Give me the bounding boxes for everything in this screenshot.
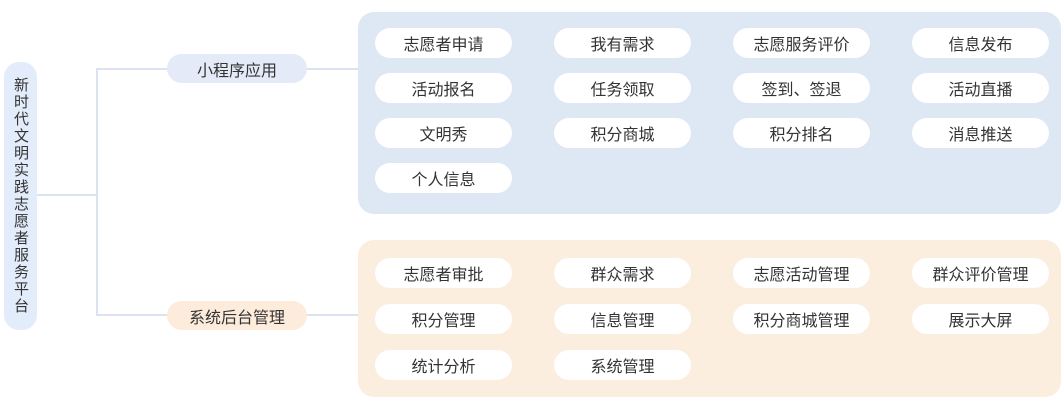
feature-pill: 志愿者审批 — [375, 258, 512, 288]
feature-pill: 群众评价管理 — [912, 258, 1049, 288]
panel-row: 志愿者审批 群众需求 志愿活动管理 群众评价管理 — [375, 258, 1049, 288]
backend-panel: 志愿者审批 群众需求 志愿活动管理 群众评价管理 积分管理 信息管理 积分商城管… — [358, 240, 1061, 397]
connector-trunk-line — [96, 68, 98, 316]
feature-pill: 积分商城管理 — [733, 304, 870, 334]
feature-pill: 消息推送 — [912, 118, 1049, 148]
feature-pill: 个人信息 — [375, 163, 512, 193]
branch-node-backend: 系统后台管理 — [167, 301, 307, 330]
feature-pill: 信息发布 — [912, 28, 1049, 58]
feature-pill: 群众需求 — [554, 258, 691, 288]
mini-program-panel: 志愿者申请 我有需求 志愿服务评价 信息发布 活动报名 任务领取 签到、签退 活… — [358, 12, 1061, 214]
panel-row: 活动报名 任务领取 签到、签退 活动直播 — [375, 73, 1049, 103]
feature-pill: 展示大屏 — [912, 304, 1049, 334]
feature-pill: 积分商城 — [554, 118, 691, 148]
connector-root-line — [37, 194, 97, 196]
feature-pill: 积分管理 — [375, 304, 512, 334]
feature-pill: 志愿者申请 — [375, 28, 512, 58]
feature-pill: 活动直播 — [912, 73, 1049, 103]
feature-pill: 系统管理 — [554, 350, 691, 380]
feature-pill: 我有需求 — [554, 28, 691, 58]
feature-pill: 志愿活动管理 — [733, 258, 870, 288]
feature-pill: 志愿服务评价 — [733, 28, 870, 58]
feature-pill: 统计分析 — [375, 350, 512, 380]
feature-pill: 活动报名 — [375, 73, 512, 103]
feature-pill: 信息管理 — [554, 304, 691, 334]
feature-pill: 积分排名 — [733, 118, 870, 148]
panel-row: 个人信息 — [375, 163, 1049, 193]
root-node: 新时代文明实践志愿者服务平台 — [4, 62, 37, 330]
panel-row: 统计分析 系统管理 — [375, 350, 1049, 380]
feature-pill: 签到、签退 — [733, 73, 870, 103]
panel-row: 积分管理 信息管理 积分商城管理 展示大屏 — [375, 304, 1049, 334]
feature-pill: 文明秀 — [375, 118, 512, 148]
feature-pill: 任务领取 — [554, 73, 691, 103]
branch-node-mini-program: 小程序应用 — [167, 54, 307, 83]
panel-row: 志愿者申请 我有需求 志愿服务评价 信息发布 — [375, 28, 1049, 58]
panel-row: 文明秀 积分商城 积分排名 消息推送 — [375, 118, 1049, 148]
